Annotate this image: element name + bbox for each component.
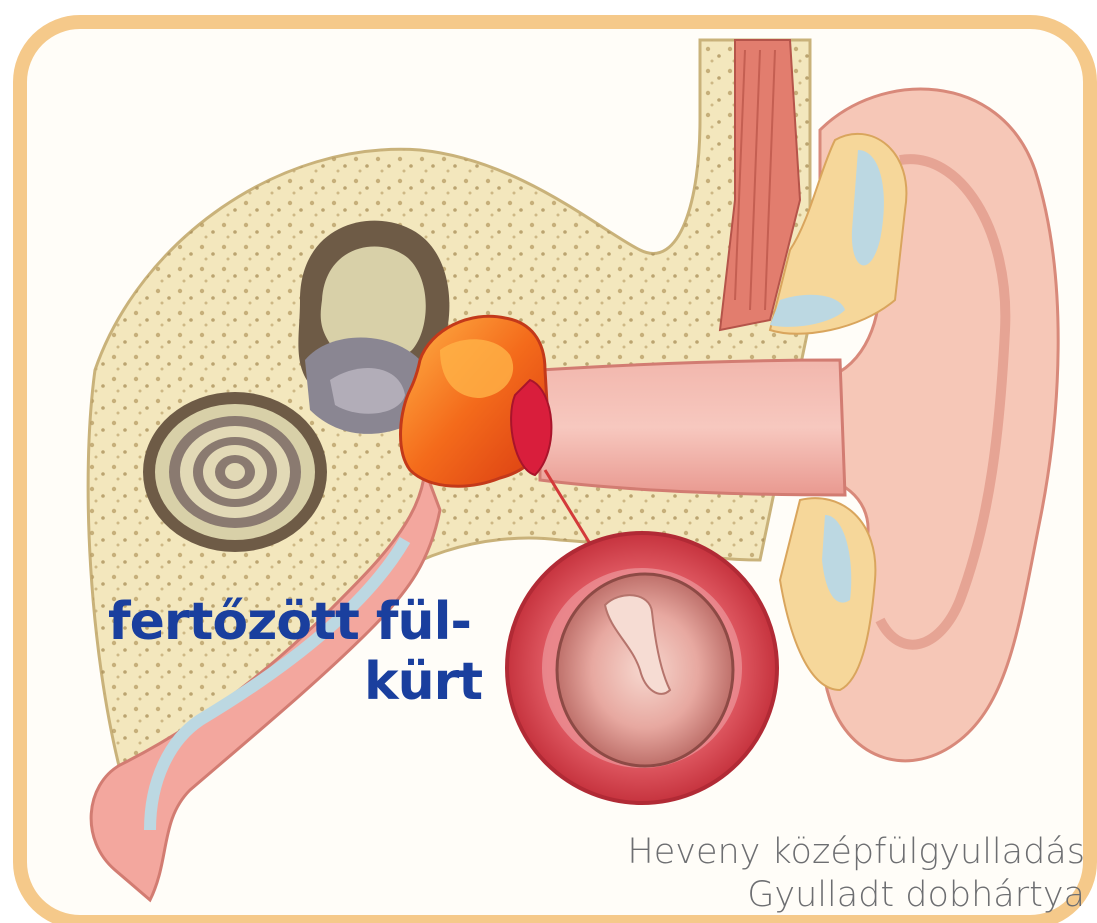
cochlea-center	[225, 463, 245, 481]
caption-line1: Heveny középfülgyulladás	[627, 832, 1085, 872]
caption-line2: Gyulladt dobhártya	[747, 875, 1085, 915]
infected-tube-label-line2: kürt	[364, 656, 482, 708]
ear-canal	[540, 360, 845, 495]
infected-tube-label-line1: fertőzött fül-	[108, 596, 471, 648]
